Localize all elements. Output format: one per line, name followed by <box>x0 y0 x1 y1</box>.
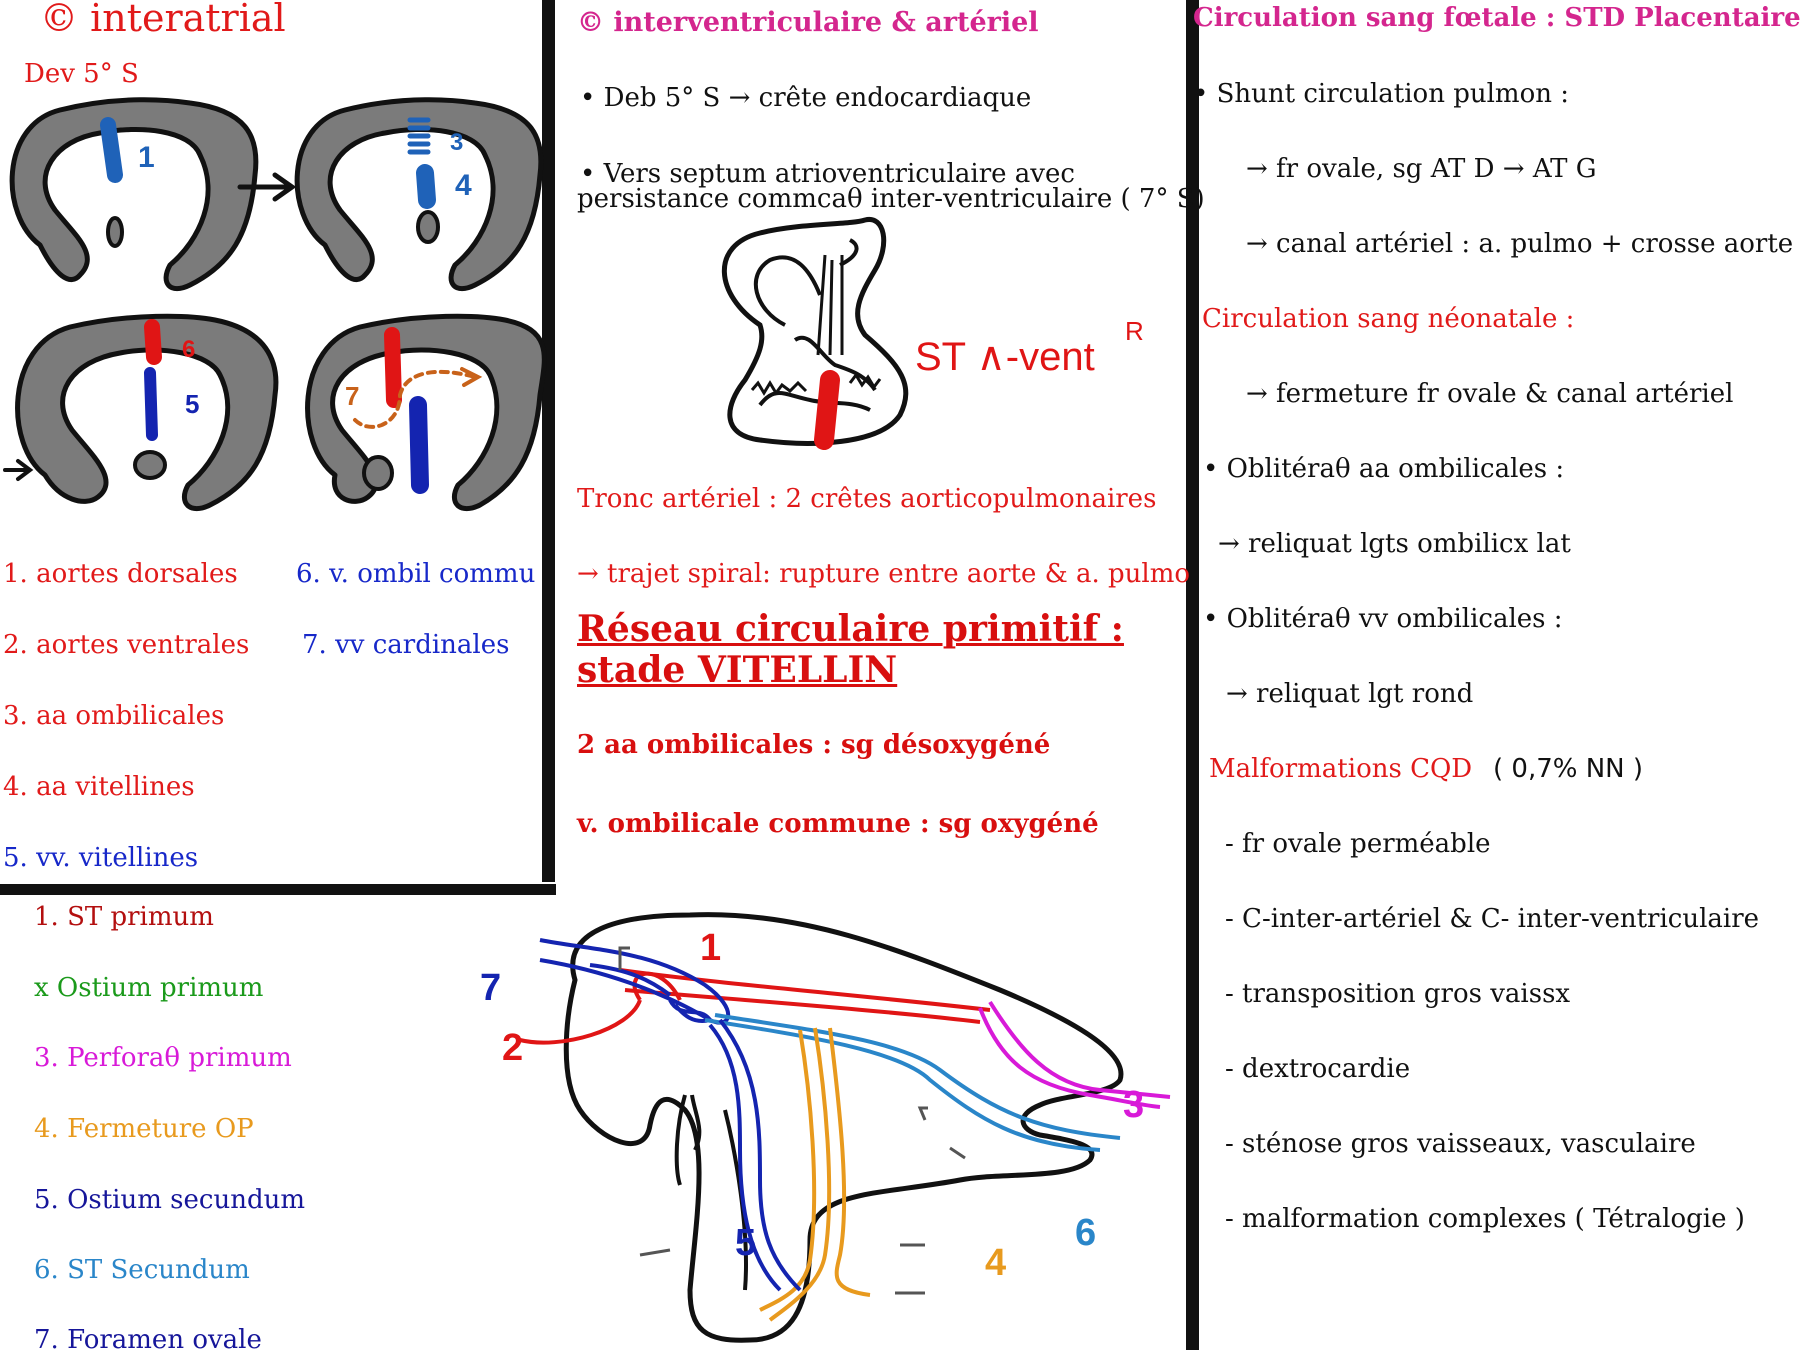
legend-aortes-dorsales: 1. aortes dorsales <box>3 559 238 589</box>
obliteration-aa-ombilicales: • Oblitéraθ aa ombilicales : <box>1203 454 1565 484</box>
reseau-title-line1: Réseau circulaire primitif : <box>577 608 1124 650</box>
legend-st-secundum: 6. ST Secundum <box>34 1255 250 1285</box>
shunt-circulation-pulmon: • Shunt circulation pulmon : <box>1193 79 1569 109</box>
septum-6 <box>144 319 162 365</box>
v-ombilicale-oxygene: v. ombilicale commune : sg oxygéné <box>577 809 1099 839</box>
cushion-3 <box>133 450 167 480</box>
ventricle-septum-diagram: ST ∧-vent R <box>721 217 1144 450</box>
malformations-cqd-title: Malformations CQD <box>1209 754 1473 784</box>
cushion-1 <box>106 216 124 248</box>
legend-aa-ombilicales: 3. aa ombilicales <box>3 701 225 731</box>
heart-outline-1 <box>9 97 259 292</box>
legend-vv-cardinales: 7. vv cardinales <box>302 630 510 660</box>
malformation-item-c-inter: - C-inter-artériel & C- inter-ventricula… <box>1225 904 1760 934</box>
legend-vv-vitellines: 5. vv. vitellines <box>3 843 199 873</box>
embryo-vitelline-diagram: 1 2 3 4 5 6 7 <box>480 912 1171 1343</box>
malformation-item-complexes: - malformation complexes ( Tétralogie ) <box>1225 1204 1745 1234</box>
ostium-secundum-path <box>708 1018 802 1292</box>
embryo-label-6: 6 <box>1075 1212 1096 1254</box>
embryo-label-1: 1 <box>700 927 721 969</box>
divider-vertical-right <box>1186 0 1199 1350</box>
malformation-item-stenose: - sténose gros vaisseaux, vasculaire <box>1225 1129 1696 1159</box>
legend-foramen-ovale: 7. Foramen ovale <box>34 1325 262 1355</box>
bullet-septum-av-line1: • Vers septum atrioventriculaire avec <box>580 159 1075 189</box>
embryo-label-3: 3 <box>1123 1084 1144 1126</box>
septum-primum-1 <box>100 117 123 183</box>
dev-week-label: Dev 5° S <box>24 59 139 89</box>
cushion-4 <box>362 455 394 491</box>
ventricle-outline <box>721 217 909 446</box>
arrow-row2 <box>3 459 34 481</box>
embryo-outline <box>563 912 1124 1343</box>
diagram-label-superscript: R <box>1125 316 1144 346</box>
legend-aa-vitellines: 4. aa vitellines <box>3 772 195 802</box>
divider-vertical-left <box>542 0 555 882</box>
fr-ovale-at: → fr ovale, sg AT D → AT G <box>1246 154 1597 184</box>
tronc-arteriel: Tronc artériel : 2 crêtes aorticopulmona… <box>577 484 1157 514</box>
malformations-percentage: ( 0,7% NN ) <box>1493 754 1644 784</box>
diag-label-6: 6 <box>182 336 195 363</box>
st-secundum-path <box>704 1013 1121 1152</box>
diag-label-5: 5 <box>185 389 199 419</box>
section-title-interventriculaire: © interventriculaire & artériel <box>577 7 1039 38</box>
perforation-primum-path <box>978 1000 1171 1109</box>
divider-horizontal-left <box>0 884 556 895</box>
canal-arteriel: → canal artériel : a. pulmo + crosse aor… <box>1246 229 1794 259</box>
embryo-label-5: 5 <box>735 1222 756 1264</box>
legend-ostium-secundum: 5. Ostium secundum <box>34 1185 305 1215</box>
trajet-spiral: → trajet spiral: rupture entre aorte & a… <box>577 559 1191 589</box>
legend-fermeture-op: 4. Fermeture OP <box>34 1114 254 1144</box>
embryo-label-4: 4 <box>985 1242 1006 1284</box>
section-title-interatrial: © interatrial <box>40 0 286 40</box>
septum-blue-4 <box>409 396 429 494</box>
embryo-label-2: 2 <box>502 1027 523 1069</box>
circulation-neonatale-title: Circulation sang néonatale : <box>1202 304 1575 334</box>
malformation-item-transposition: - transposition gros vaissx <box>1225 979 1571 1009</box>
cushion-2 <box>416 210 440 244</box>
malformation-item-fr-ovale: - fr ovale perméable <box>1225 829 1491 859</box>
legend-st-primum: 1. ST primum <box>34 902 214 932</box>
obliteration-vv-ombilicales: • Oblitéraθ vv ombilicales : <box>1203 604 1563 634</box>
diag-label-3: 3 <box>450 129 463 156</box>
reliquat-lgts-ombilicx: → reliquat lgts ombilicx lat <box>1218 529 1571 559</box>
foramen-ovale-path <box>353 369 477 429</box>
septum-interventriculaire-red <box>814 370 840 450</box>
arrow-between-1-2 <box>237 172 297 202</box>
septum-development-diagrams: 1 3 4 6 5 7 <box>3 97 547 512</box>
legend-ostium-primum: x Ostium primum <box>34 973 264 1003</box>
legend-perforation-primum: 3. Perforaθ primum <box>34 1043 292 1073</box>
bullet-septum-av-line2: persistance commcaθ inter-ventriculaire … <box>577 184 1205 214</box>
embryo-label-7: 7 <box>480 967 501 1009</box>
diag-label-1: 1 <box>138 141 155 174</box>
septum-4 <box>416 164 436 209</box>
septum-5 <box>144 367 158 441</box>
aorte-dorsale <box>619 968 991 1024</box>
aa-ombilicales-desoxygene: 2 aa ombilicales : sg désoxygéné <box>577 730 1051 760</box>
septum-red-4 <box>384 327 402 408</box>
reliquat-lgt-rond: → reliquat lgt rond <box>1226 679 1474 709</box>
malformation-item-dextrocardie: - dextrocardie <box>1225 1054 1411 1084</box>
legend-aortes-ventrales: 2. aortes ventrales <box>3 630 250 660</box>
heart-outline-3 <box>15 313 279 512</box>
diagram-label-st-vent: ST ∧-vent <box>915 335 1095 379</box>
legend-v-ombil-commu: 6. v. ombil commu <box>296 559 536 589</box>
bullet-crete-endocardiaque: • Deb 5° S → crête endocardiaque <box>580 83 1032 113</box>
heart-outline-2 <box>294 97 544 292</box>
diag-label-4: 4 <box>455 169 472 202</box>
reseau-title-line2: stade VITELLIN <box>577 649 898 691</box>
fermeture-op-path <box>759 1027 871 1322</box>
diag-label-7: 7 <box>345 381 359 411</box>
fermeture-fr-ovale: → fermeture fr ovale & canal artériel <box>1246 379 1734 409</box>
section-title-circulation-foetale: Circulation sang fœtale : STD Placentair… <box>1193 3 1801 33</box>
